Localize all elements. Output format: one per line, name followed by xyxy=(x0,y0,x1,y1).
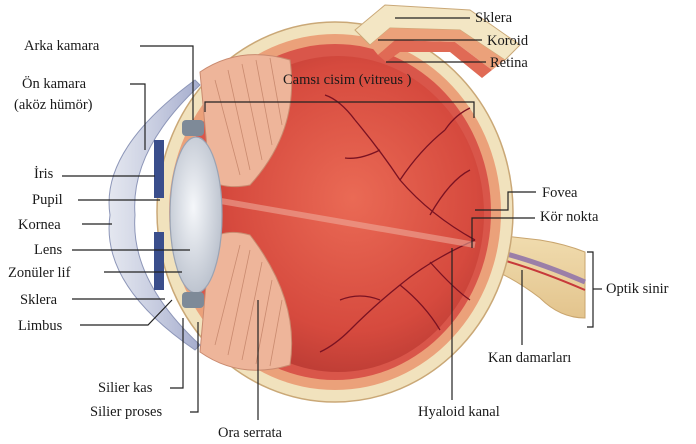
label-sklera-left: Sklera xyxy=(20,292,58,308)
label-sklera-top: Sklera xyxy=(475,10,513,26)
label-arka-kamara: Arka kamara xyxy=(24,38,100,54)
label-ora-serrata: Ora serrata xyxy=(218,425,283,441)
label-silier-proses: Silier proses xyxy=(90,404,162,420)
label-pupil: Pupil xyxy=(32,192,63,208)
label-on-kamara: Ön kamara xyxy=(22,75,87,92)
label-retina: Retina xyxy=(490,55,528,71)
label-limbus: Limbus xyxy=(18,318,63,334)
label-hyaloid-kanal: Hyaloid kanal xyxy=(418,404,500,420)
label-kornea: Kornea xyxy=(18,217,61,233)
label-fovea: Fovea xyxy=(542,185,578,201)
label-kan-damarlari: Kan damarları xyxy=(488,350,571,366)
label-kor-nokta: Kör nokta xyxy=(540,209,599,225)
label-zonuler-lif: Zonüler lif xyxy=(8,265,71,281)
label-lens: Lens xyxy=(34,242,63,258)
lens xyxy=(170,137,222,293)
label-camsi-cisim: Camsı cisim (vitreus ) xyxy=(283,72,412,88)
label-silier-kas: Silier kas xyxy=(98,380,153,396)
label-akoz-humor: (aköz hümör) xyxy=(14,97,93,113)
label-koroid: Koroid xyxy=(487,33,529,49)
label-optik-sinir: Optik sinir xyxy=(606,281,669,297)
label-iris: İris xyxy=(34,166,54,182)
